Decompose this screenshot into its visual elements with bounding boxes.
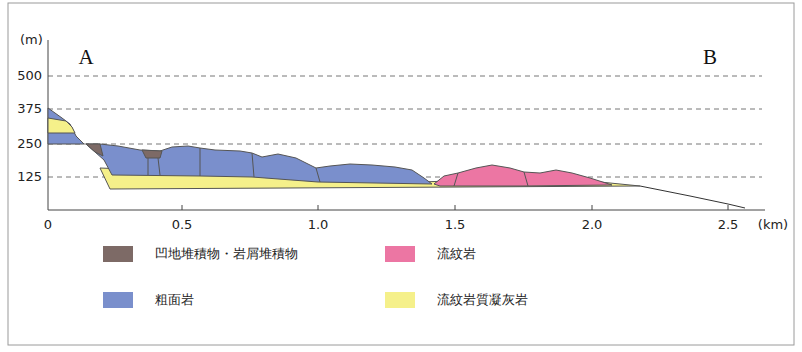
section-end-label: A — [78, 46, 93, 69]
axis-label: 500 — [17, 69, 42, 83]
axis-label: 2.0 — [582, 218, 603, 232]
rock-units — [48, 108, 745, 208]
axis-label: (km) — [758, 218, 788, 232]
axis-label: 250 — [17, 137, 42, 151]
legend-text: 流紋岩質凝灰岩 — [437, 293, 528, 307]
section-end-label: B — [703, 46, 717, 69]
legend-text: 凹地堆積物・岩屑堆積物 — [155, 247, 298, 261]
axis-label: 375 — [17, 102, 42, 116]
axis-label: 2.5 — [718, 218, 739, 232]
axis-label: 125 — [17, 170, 42, 184]
frame — [8, 3, 794, 345]
axis-label: (m) — [20, 33, 43, 47]
legend-swatch — [103, 292, 133, 308]
axes — [48, 40, 765, 210]
legend-text: 流紋岩 — [437, 247, 476, 261]
axis-label: 0.5 — [172, 218, 193, 232]
legend-swatch — [385, 246, 415, 262]
axis-label: 0 — [44, 218, 52, 232]
legend-swatch — [103, 246, 133, 262]
axis-label: 1.0 — [308, 218, 329, 232]
legend-text: 粗面岩 — [155, 293, 194, 307]
axis-label: 1.5 — [445, 218, 466, 232]
legend-swatch — [385, 292, 415, 308]
